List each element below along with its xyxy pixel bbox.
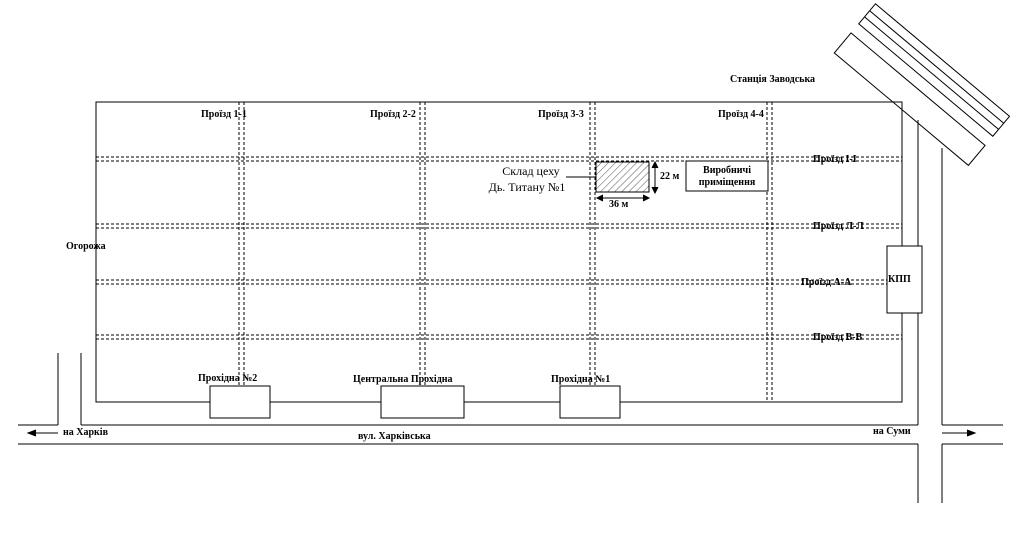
production-building	[685, 160, 769, 192]
passage-label-4-4: Проїзд 4-4	[718, 109, 764, 120]
arrow-to-kharkiv	[26, 429, 58, 437]
passage-label-1-1: Проїзд 1-1	[201, 109, 247, 120]
passage-label-a-a: Проїзд А-А	[801, 277, 852, 288]
production-label-line1: Виробничі	[703, 165, 751, 176]
arrow-to-sumy	[942, 429, 977, 437]
checkpoint-label: КПП	[888, 274, 911, 285]
central-gate-box	[380, 385, 465, 419]
warehouse-width-label: 36 м	[609, 199, 629, 210]
gate-1-box	[559, 385, 621, 419]
to-sumy-label: на Суми	[873, 426, 911, 437]
gate-2-box	[209, 385, 271, 419]
street-lines	[18, 424, 1003, 445]
warehouse-height-label: 22 м	[660, 171, 680, 182]
gate-2-label: Прохідна №2	[198, 373, 258, 384]
passage-label-v-v: Проїзд В-В	[813, 332, 863, 343]
to-kharkiv-label: на Харків	[63, 427, 108, 438]
fence-label: Огорожа	[66, 241, 106, 252]
width-dimension	[595, 194, 651, 202]
access-road	[901, 120, 943, 503]
passage-label-3-3: Проїзд 3-3	[538, 109, 584, 120]
warehouse-label-line2: Дь. Титану №1	[488, 180, 566, 194]
height-dimension	[651, 160, 659, 195]
station-label: Станція Заводська	[730, 74, 816, 85]
production-label-line2: приміщення	[698, 177, 756, 188]
street-label: вул. Харківська	[358, 431, 431, 442]
checkpoint-box	[886, 245, 923, 314]
plant-boundary	[95, 101, 903, 403]
left-road-stub	[57, 353, 82, 425]
warehouse-block	[595, 161, 650, 193]
passage-label-i-i: Проїзд І-І	[813, 154, 857, 165]
warehouse-label-line1: Склад цеху	[502, 164, 560, 178]
gate-1-label: Прохідна №1	[551, 374, 611, 385]
railway-tracks	[833, 3, 1011, 167]
passage-label-2-2: Проїзд 2-2	[370, 109, 416, 120]
passage-label-l-l: Проїзд Л-Л	[813, 221, 864, 232]
vertical-passage-lines	[238, 102, 773, 402]
central-gate-label: Центральна Прохідна	[353, 374, 453, 385]
